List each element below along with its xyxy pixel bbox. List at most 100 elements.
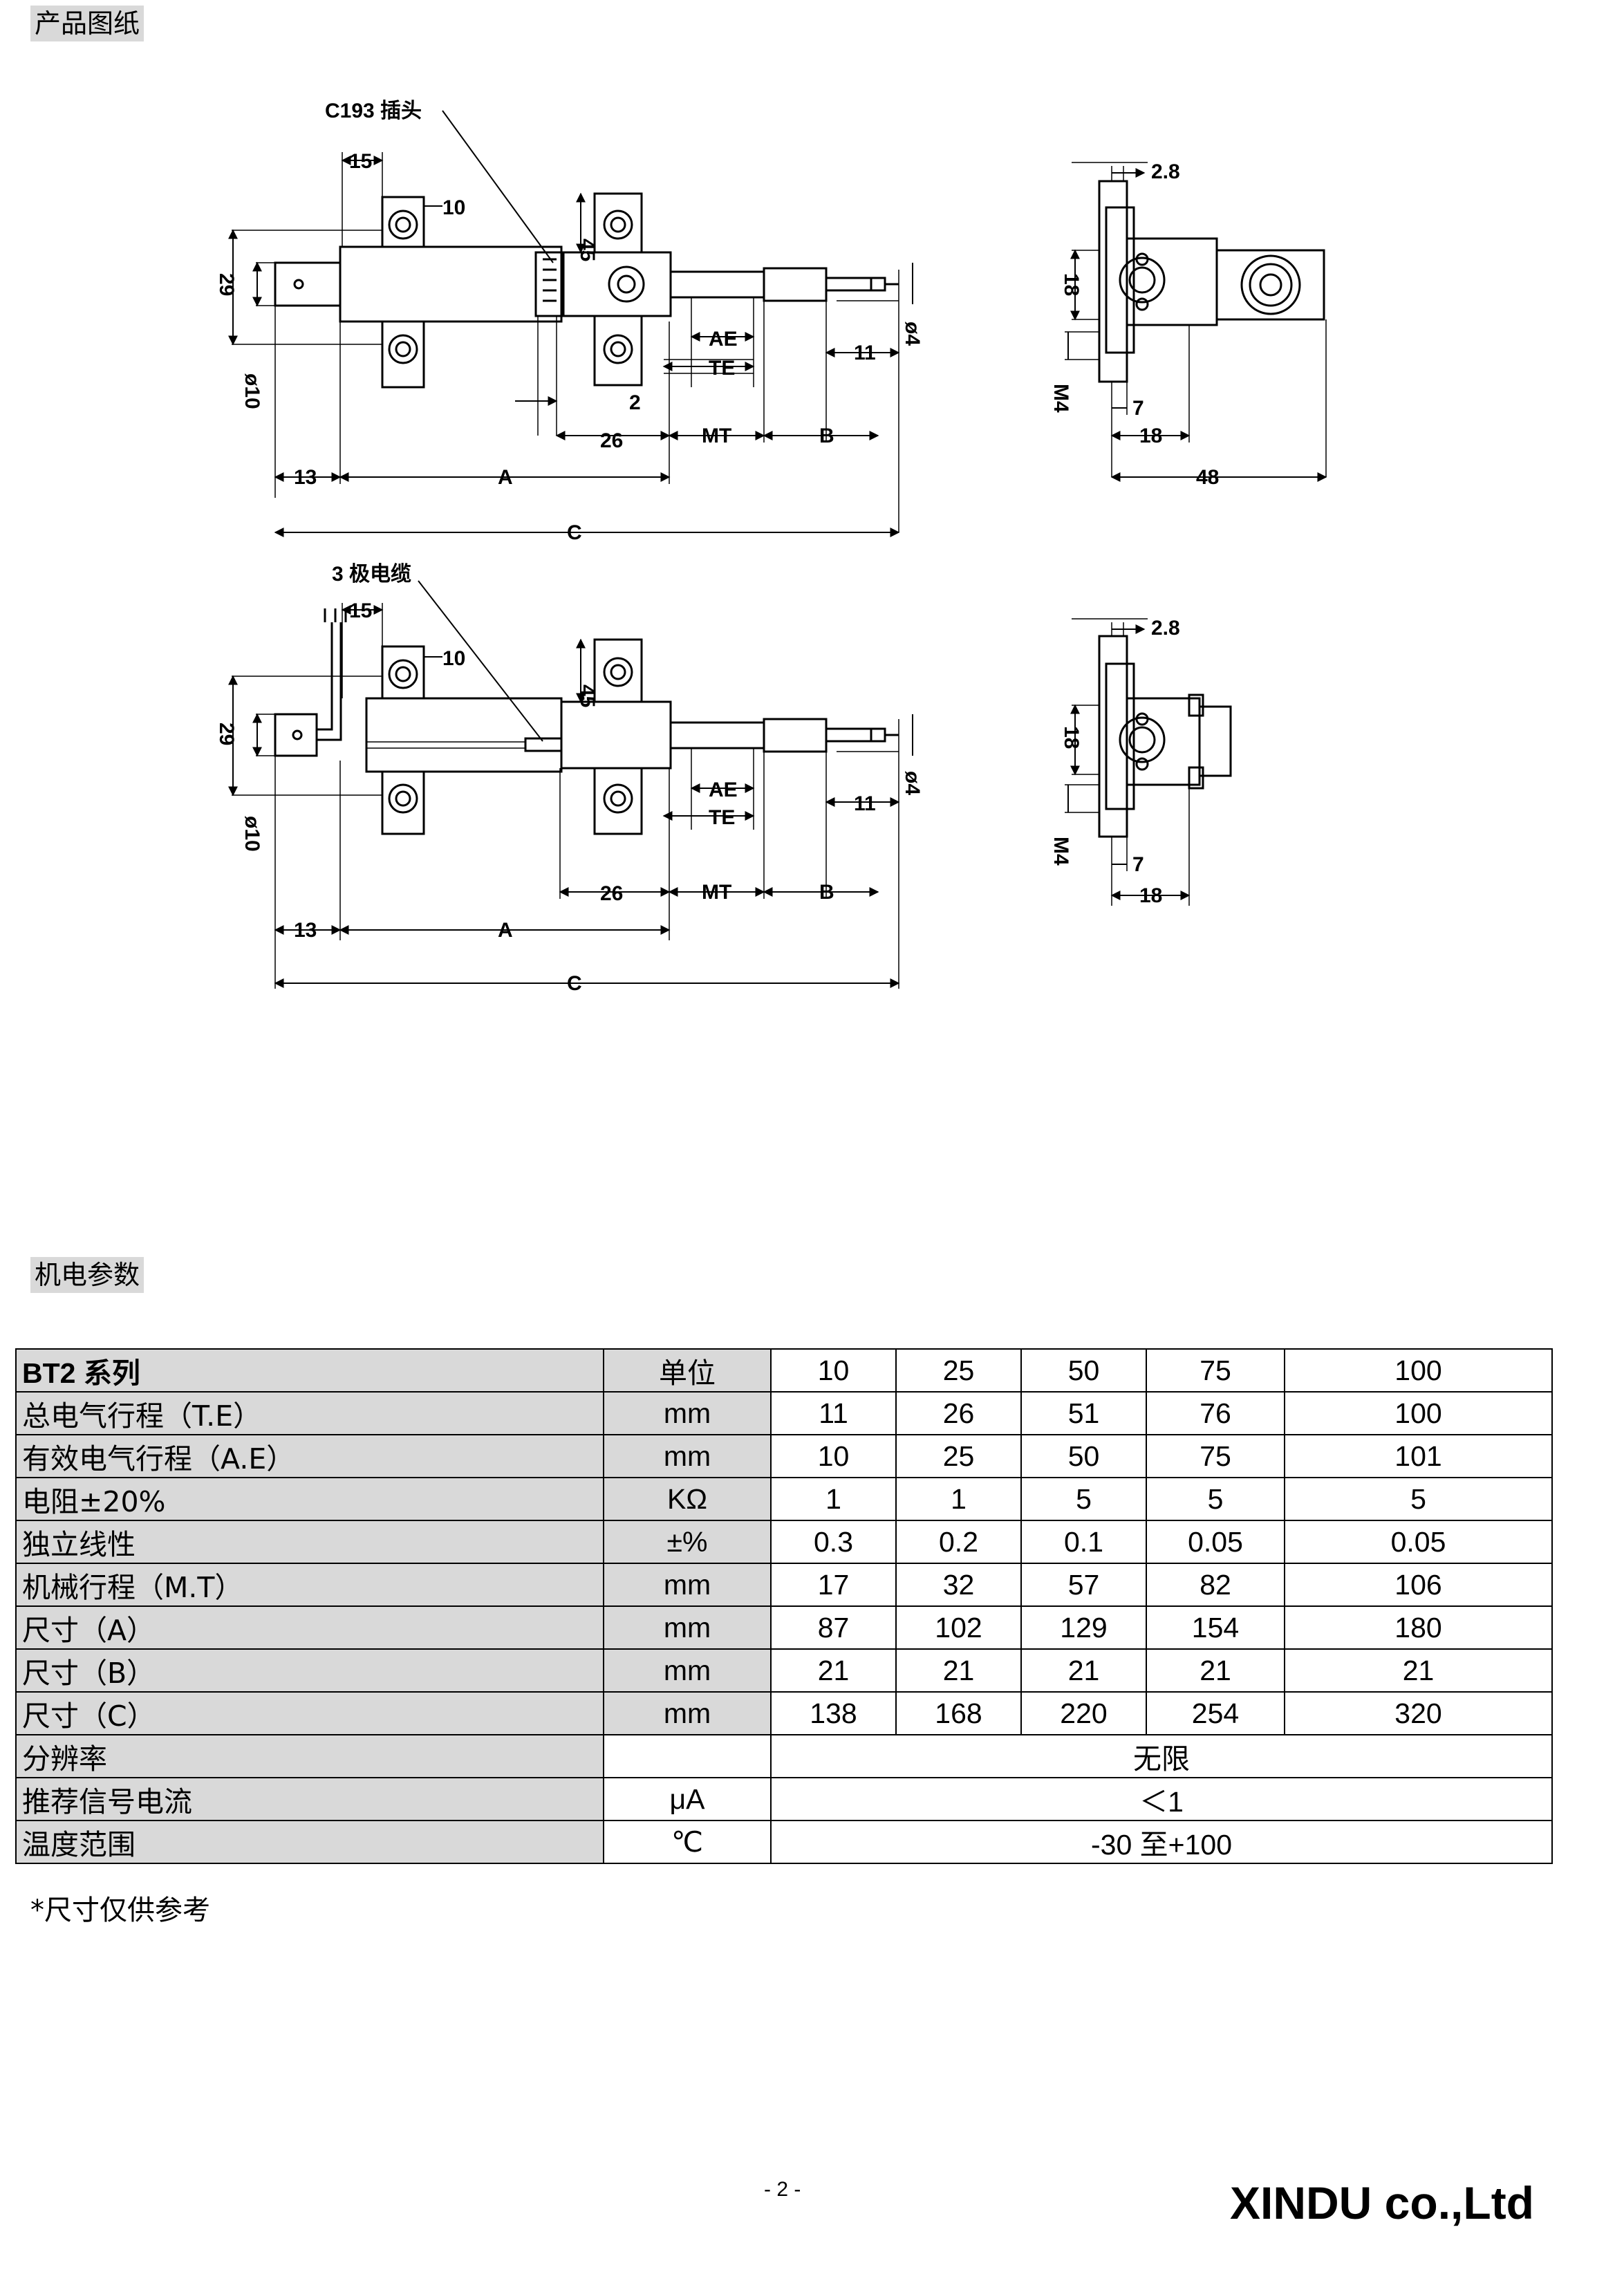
top-view-connector-labels: C193 插头 15 10 45 29 ø10 2 26 AE TE MT B …	[215, 100, 924, 544]
table-cell: 51	[1020, 1391, 1147, 1435]
table-cell: 82	[1146, 1563, 1285, 1607]
dim-dia4: ø4	[901, 322, 924, 346]
table-cell: mm	[603, 1563, 772, 1607]
table-cell: μA	[603, 1777, 772, 1821]
dim-2-8: 2.8	[1151, 160, 1180, 183]
dim-11: 11	[854, 792, 876, 815]
dim-45: 45	[576, 239, 599, 261]
params-section-title: 机电参数	[30, 1257, 144, 1293]
dim-45: 45	[576, 685, 599, 707]
table-cell: 26	[895, 1391, 1022, 1435]
table-cell: 0.05	[1284, 1520, 1553, 1564]
table-cell: 32	[895, 1563, 1022, 1607]
table-header-cell: 单位	[603, 1348, 772, 1393]
dim-a: A	[498, 919, 513, 942]
dim-29: 29	[215, 723, 238, 745]
table-cell: 25	[895, 1434, 1022, 1478]
table-cell: 180	[1284, 1605, 1553, 1650]
table-cell: -30 至+100	[770, 1820, 1553, 1864]
table-cell: 5	[1146, 1477, 1285, 1521]
table-cell	[603, 1734, 772, 1778]
dim-48: 48	[1196, 466, 1219, 489]
dim-a: A	[498, 466, 513, 489]
page-number: - 2 -	[764, 2178, 801, 2201]
top-view-cable-version	[228, 580, 913, 989]
table-header-cell: 50	[1020, 1348, 1147, 1393]
footnote: *尺寸仅供参考	[30, 1894, 210, 1926]
dim-c: C	[567, 972, 582, 995]
dim-10: 10	[442, 647, 465, 670]
side-view-connector-labels: 2.8 18 M4 7 18 48	[1049, 160, 1219, 489]
dim-ae: AE	[709, 779, 738, 801]
table-cell: 154	[1146, 1605, 1285, 1650]
table-cell: 1	[770, 1477, 897, 1521]
dim-b: B	[819, 425, 834, 447]
table-cell: 推荐信号电流	[15, 1777, 604, 1821]
table-cell: mm	[603, 1605, 772, 1650]
table-cell: ℃	[603, 1820, 772, 1864]
table-cell: 5	[1020, 1477, 1147, 1521]
table-cell: 168	[895, 1691, 1022, 1735]
table-cell: ±%	[603, 1520, 772, 1564]
dim-c: C	[567, 521, 582, 544]
table-cell: mm	[603, 1391, 772, 1435]
dim-7: 7	[1132, 397, 1144, 420]
table-cell: 11	[770, 1391, 897, 1435]
dim-dia10: ø10	[241, 373, 263, 409]
table-cell: 1	[895, 1477, 1022, 1521]
dim-18-horizontal: 18	[1139, 425, 1162, 447]
table-header-cell: 10	[770, 1348, 897, 1393]
dim-15: 15	[349, 150, 372, 173]
table-cell: 21	[895, 1648, 1022, 1693]
table-cell: 75	[1146, 1434, 1285, 1478]
dim-mt: MT	[702, 425, 731, 447]
table-cell: 50	[1020, 1434, 1147, 1478]
table-cell: 尺寸（C）	[15, 1691, 604, 1735]
table-cell: 138	[770, 1691, 897, 1735]
dim-dia4: ø4	[901, 771, 924, 795]
drawing-section-title: 产品图纸	[30, 6, 144, 41]
table-cell: 102	[895, 1605, 1022, 1650]
table-cell: 320	[1284, 1691, 1553, 1735]
table-cell: 0.1	[1020, 1520, 1147, 1564]
table-cell: 129	[1020, 1605, 1147, 1650]
table-cell: 76	[1146, 1391, 1285, 1435]
table-cell: 电阻±20%	[15, 1477, 604, 1521]
table-cell: 57	[1020, 1563, 1147, 1607]
table-cell: 10	[770, 1434, 897, 1478]
dim-15: 15	[349, 599, 372, 622]
dim-te: TE	[709, 357, 735, 380]
table-row: 温度范围℃-30 至+100	[15, 1820, 1553, 1864]
table-cell: 0.3	[770, 1520, 897, 1564]
dim-2: 2	[629, 391, 641, 414]
dim-ae: AE	[709, 328, 738, 351]
dim-18-horizontal: 18	[1139, 884, 1162, 907]
side-view-cable-version	[1065, 618, 1232, 906]
table-cell: 100	[1284, 1391, 1553, 1435]
table-row: 分辨率无限	[15, 1734, 1553, 1778]
cable-label: 3 极电缆	[332, 563, 411, 586]
dim-dia10: ø10	[241, 816, 263, 852]
dim-29: 29	[215, 273, 238, 296]
table-cell: 尺寸（A）	[15, 1605, 604, 1650]
dim-11: 11	[854, 342, 876, 364]
table-cell: 87	[770, 1605, 897, 1650]
table-cell: 独立线性	[15, 1520, 604, 1564]
table-cell: mm	[603, 1648, 772, 1693]
table-cell: 21	[770, 1648, 897, 1693]
table-cell: 温度范围	[15, 1820, 604, 1864]
dim-18-vertical: 18	[1060, 726, 1083, 749]
table-cell: 总电气行程（T.E）	[15, 1391, 604, 1435]
side-view-connector-version	[1065, 162, 1327, 482]
table-cell: KΩ	[603, 1477, 772, 1521]
table-header-cell: 75	[1146, 1348, 1285, 1393]
dim-2-8: 2.8	[1151, 617, 1180, 640]
